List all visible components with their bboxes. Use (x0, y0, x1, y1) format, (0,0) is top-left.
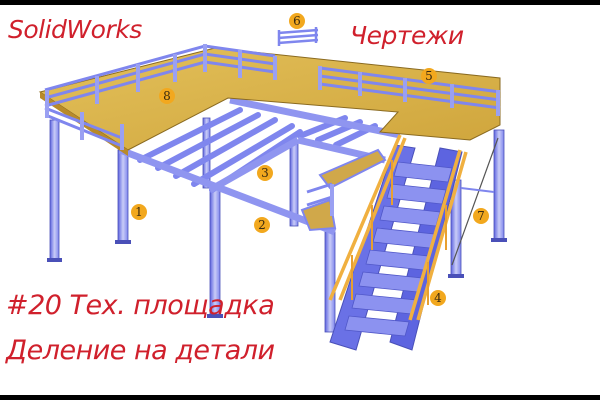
title-subtitle: Деление на детали (6, 335, 275, 366)
callout-8: 8 (159, 88, 175, 104)
title-episode: #20 Тех. площадка (6, 290, 275, 321)
thumbnail-canvas: 1 2 3 4 5 6 7 8 SolidWorks Чертежи #20 Т… (0, 5, 600, 395)
svg-text:7: 7 (477, 209, 485, 223)
title-solidworks: SolidWorks (8, 15, 142, 44)
callout-6: 6 (289, 13, 305, 29)
columns (49, 117, 505, 333)
svg-text:2: 2 (258, 218, 266, 232)
staircase (328, 134, 468, 351)
svg-text:6: 6 (293, 14, 301, 28)
svg-text:1: 1 (135, 205, 143, 219)
deck-floor (38, 47, 501, 151)
callout-2: 2 (254, 217, 270, 233)
svg-text:5: 5 (425, 69, 433, 83)
callout-badges: 1 2 3 4 5 6 7 8 (131, 13, 489, 306)
callout-1: 1 (131, 204, 147, 220)
callout-4: 4 (430, 290, 446, 306)
title-drawings: Чертежи (350, 21, 464, 50)
railing-part-6 (277, 27, 319, 46)
svg-text:3: 3 (261, 166, 269, 180)
callout-7: 7 (473, 208, 489, 224)
callout-3: 3 (257, 165, 273, 181)
callout-5: 5 (421, 68, 437, 84)
svg-text:4: 4 (434, 291, 442, 305)
svg-text:8: 8 (163, 89, 171, 103)
platform-illustration: 1 2 3 4 5 6 7 8 (38, 13, 507, 351)
